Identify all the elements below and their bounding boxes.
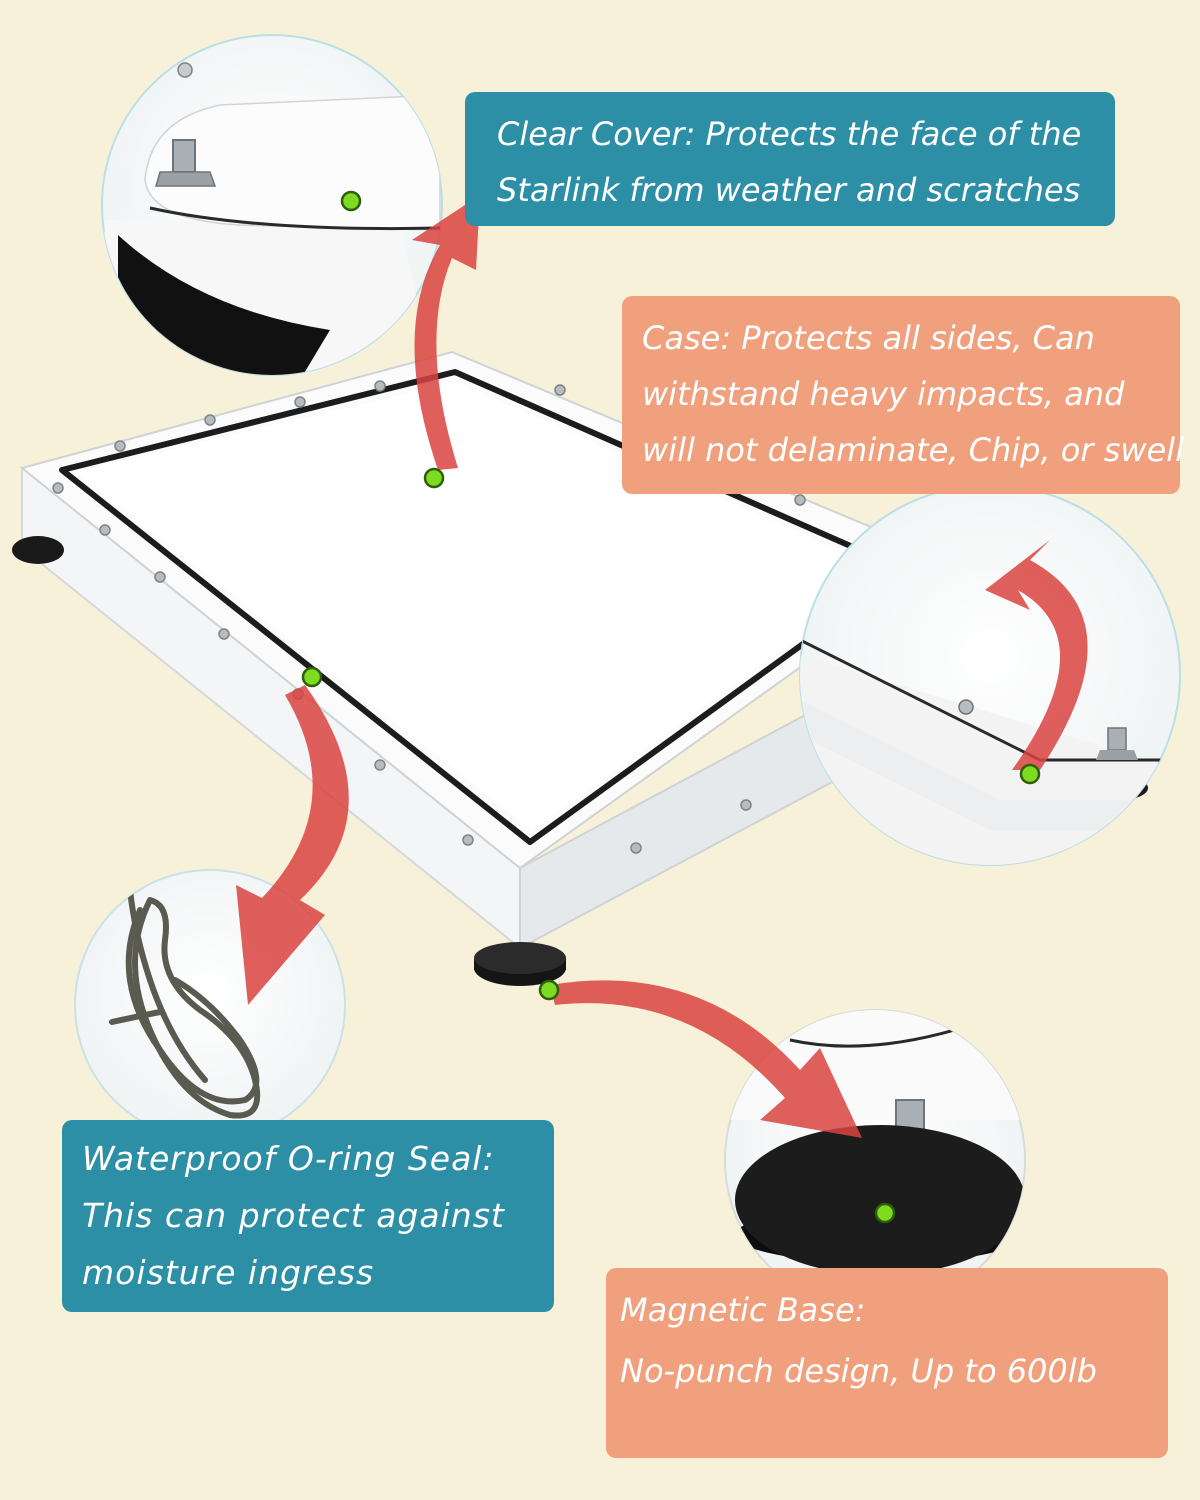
- callout-case: Case: Protects all sides, Can withstand …: [622, 296, 1185, 494]
- callout-case-line-1: Case: Protects all sides, Can: [642, 319, 1095, 357]
- callout-clear-cover-line-1: Clear Cover: Protects the face of the: [497, 115, 1082, 153]
- callout-case-line-2: withstand heavy impacts, and: [642, 375, 1125, 413]
- detail-lens-clear-cover: [101, 34, 443, 376]
- callout-case-line-3: will not delaminate, Chip, or swell: [642, 431, 1185, 469]
- callout-clear-cover: Clear Cover: Protects the face of the St…: [465, 92, 1115, 226]
- callout-clear-cover-line-2: Starlink from weather and scratches: [497, 171, 1081, 209]
- callout-base-line-1: Magnetic Base:: [620, 1291, 866, 1329]
- callout-seal-line-2: This can protect against: [82, 1196, 505, 1235]
- callout-seal-line-3: moisture ingress: [82, 1253, 375, 1292]
- callout-o-ring-seal: Waterproof O-ring Seal: This can protect…: [62, 1120, 554, 1312]
- callout-magnetic-base: Magnetic Base: No-punch design, Up to 60…: [606, 1268, 1168, 1458]
- callout-base-line-2: No-punch design, Up to 600lb: [620, 1352, 1097, 1390]
- detail-lens-case: [799, 484, 1181, 866]
- callout-seal-line-1: Waterproof O-ring Seal:: [82, 1139, 495, 1178]
- arrow-icon: [236, 195, 1088, 1138]
- marker-dot-icon: [301, 190, 1041, 1224]
